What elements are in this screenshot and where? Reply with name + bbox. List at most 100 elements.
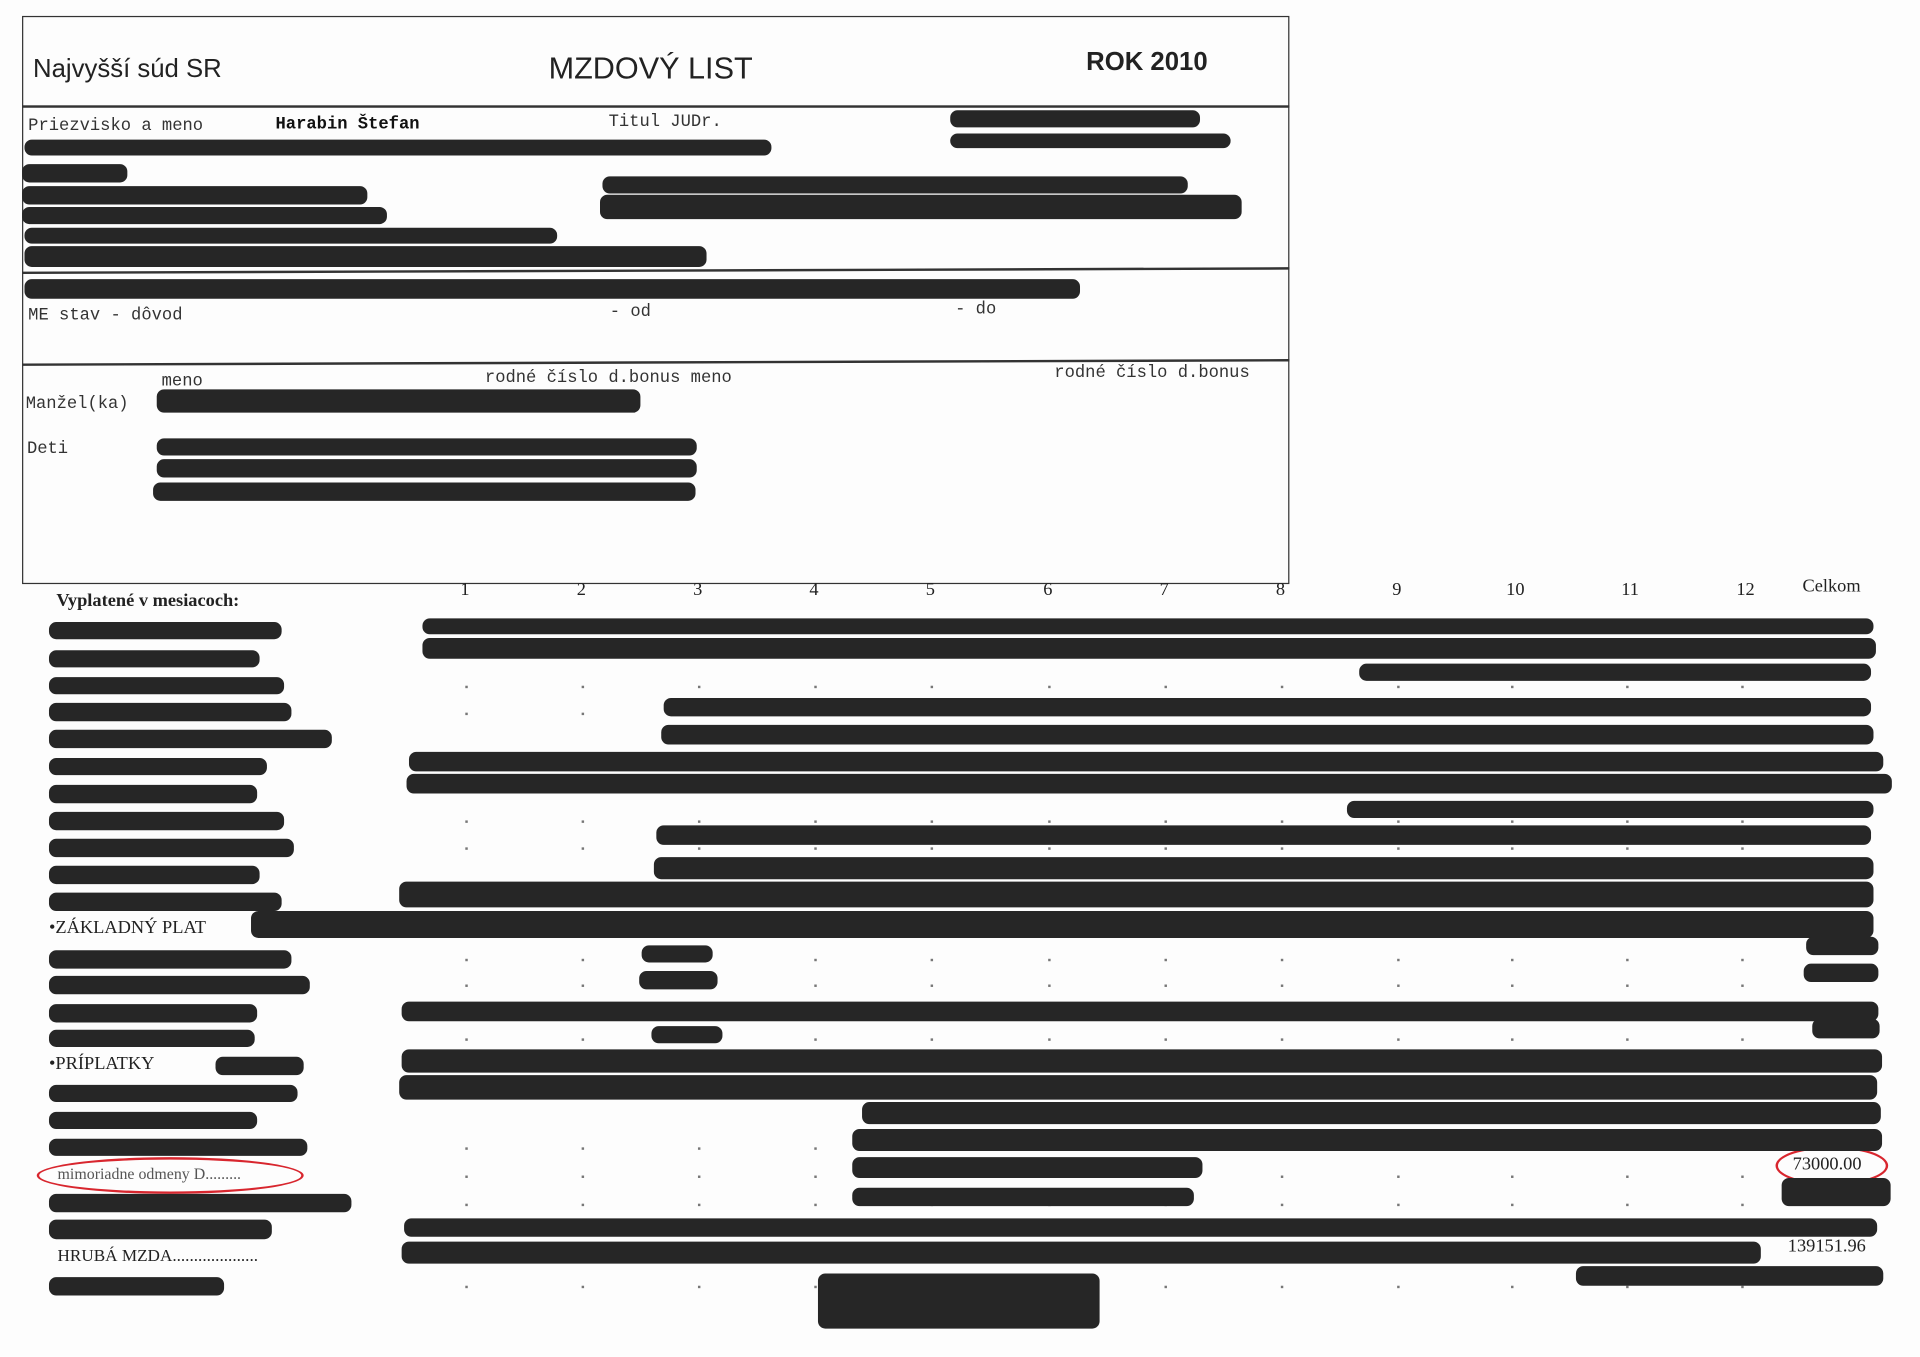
grid-dot: [465, 1203, 468, 1207]
grid-dot: [814, 820, 817, 823]
redaction-bar: [651, 1026, 723, 1044]
grid-dot: [1626, 958, 1629, 962]
grid-dot: [930, 958, 934, 962]
grid-dot: [697, 1203, 701, 1207]
grid-dot: [1626, 1175, 1629, 1178]
name-value: Harabin Štefan: [275, 115, 420, 135]
month-header: 4: [809, 580, 819, 601]
grid-dot: [1511, 1175, 1514, 1178]
from-label: - od: [609, 302, 651, 323]
redaction-bar: [401, 1241, 1761, 1264]
divider: [22, 105, 1290, 108]
grid-dot: [581, 1203, 585, 1207]
grid-dot: [1626, 1038, 1629, 1041]
redaction-bar: [406, 773, 1892, 794]
redaction-bar: [22, 164, 128, 183]
grid-dot: [1397, 1038, 1400, 1041]
grid-dot: [814, 1147, 817, 1150]
grid-dot: [1280, 984, 1284, 987]
meno-label: meno: [161, 372, 203, 392]
grid-dot: [930, 847, 934, 850]
grid-dot: [1397, 958, 1400, 962]
grid-dot: [581, 1175, 585, 1178]
grid-dot: [1741, 1038, 1744, 1041]
redaction-bar: [48, 1111, 258, 1129]
name-label: Priezvisko a meno: [28, 116, 204, 136]
redaction-bar: [48, 838, 294, 858]
rc-bonus-meno-label: rodné číslo d.bonus meno: [484, 368, 732, 389]
redaction-bar: [22, 186, 368, 205]
gross-salary-total: 139151.96: [1787, 1236, 1866, 1257]
grid-dot: [1741, 1285, 1744, 1289]
grid-dot: [697, 1285, 701, 1289]
grid-dot: [814, 1038, 817, 1041]
grid-dot: [465, 1147, 468, 1150]
grid-dot: [814, 1203, 817, 1207]
grid-dot: [581, 1038, 585, 1041]
redaction-bar: [641, 945, 713, 963]
redaction-bar: [48, 975, 310, 995]
grid-dot: [814, 958, 817, 962]
grid-dot: [1741, 984, 1744, 987]
redaction-bar: [401, 1001, 1879, 1022]
redaction-bar: [1359, 663, 1872, 681]
redaction-bar: [48, 1219, 272, 1240]
redaction-bar: [1812, 1018, 1880, 1039]
grid-dot: [581, 685, 585, 689]
redaction-bar: [48, 1277, 225, 1296]
grid-dot: [1048, 847, 1051, 850]
redaction-bar: [852, 1128, 1883, 1152]
grid-dot: [1164, 984, 1167, 987]
grid-dot: [581, 984, 585, 987]
personal-info-box: [22, 15, 1290, 585]
redaction-bar: [1781, 1177, 1891, 1207]
redaction-bar: [48, 811, 285, 831]
grid-dot: [930, 685, 934, 689]
month-header: 3: [693, 580, 703, 601]
document-title: MZDOVÝ LIST: [548, 51, 753, 86]
redaction-bar: [817, 1273, 1100, 1329]
grid-dot: [1280, 1038, 1284, 1041]
redaction-bar: [862, 1102, 1881, 1125]
redaction-bar: [24, 246, 707, 267]
grid-dot: [1397, 847, 1400, 850]
grid-dot: [1280, 820, 1284, 823]
grid-dot: [814, 984, 817, 987]
redaction-bar: [22, 206, 387, 225]
redaction-bar: [48, 1029, 255, 1047]
grid-dot: [1741, 1203, 1744, 1207]
grid-dot: [1511, 847, 1514, 850]
grid-dot: [1511, 685, 1514, 689]
grid-dot: [1511, 1203, 1514, 1207]
redaction-bar: [48, 1084, 298, 1103]
grid-dot: [1741, 958, 1744, 962]
redaction-bar: [48, 677, 285, 695]
grid-dot: [581, 1147, 585, 1150]
redaction-bar: [639, 971, 718, 990]
month-header: 7: [1159, 580, 1169, 601]
redaction-bar: [1575, 1266, 1884, 1286]
grid-dot: [1164, 847, 1167, 850]
redaction-bar: [24, 279, 1081, 299]
grid-dot: [1280, 685, 1284, 689]
redaction-bar: [48, 1004, 258, 1023]
children-label: Deti: [26, 439, 69, 460]
redaction-bar: [399, 1075, 1878, 1100]
spouse-label: Manžel(ka): [25, 394, 129, 414]
grid-dot: [581, 712, 585, 716]
redaction-bar: [48, 784, 258, 804]
grid-dot: [1626, 1285, 1629, 1289]
grid-dot: [1048, 984, 1051, 987]
grid-dot: [1397, 1203, 1400, 1207]
redaction-bar: [156, 389, 641, 413]
grid-dot: [1626, 820, 1629, 823]
grid-dot: [581, 847, 585, 850]
redaction-bar: [600, 194, 1242, 220]
redaction-bar: [1803, 963, 1879, 983]
grid-dot: [465, 847, 468, 850]
grid-dot: [930, 984, 934, 987]
redaction-bar: [404, 1218, 1878, 1237]
me-status-label: ME stav - dôvod: [28, 306, 183, 326]
grid-dot: [1511, 958, 1514, 962]
